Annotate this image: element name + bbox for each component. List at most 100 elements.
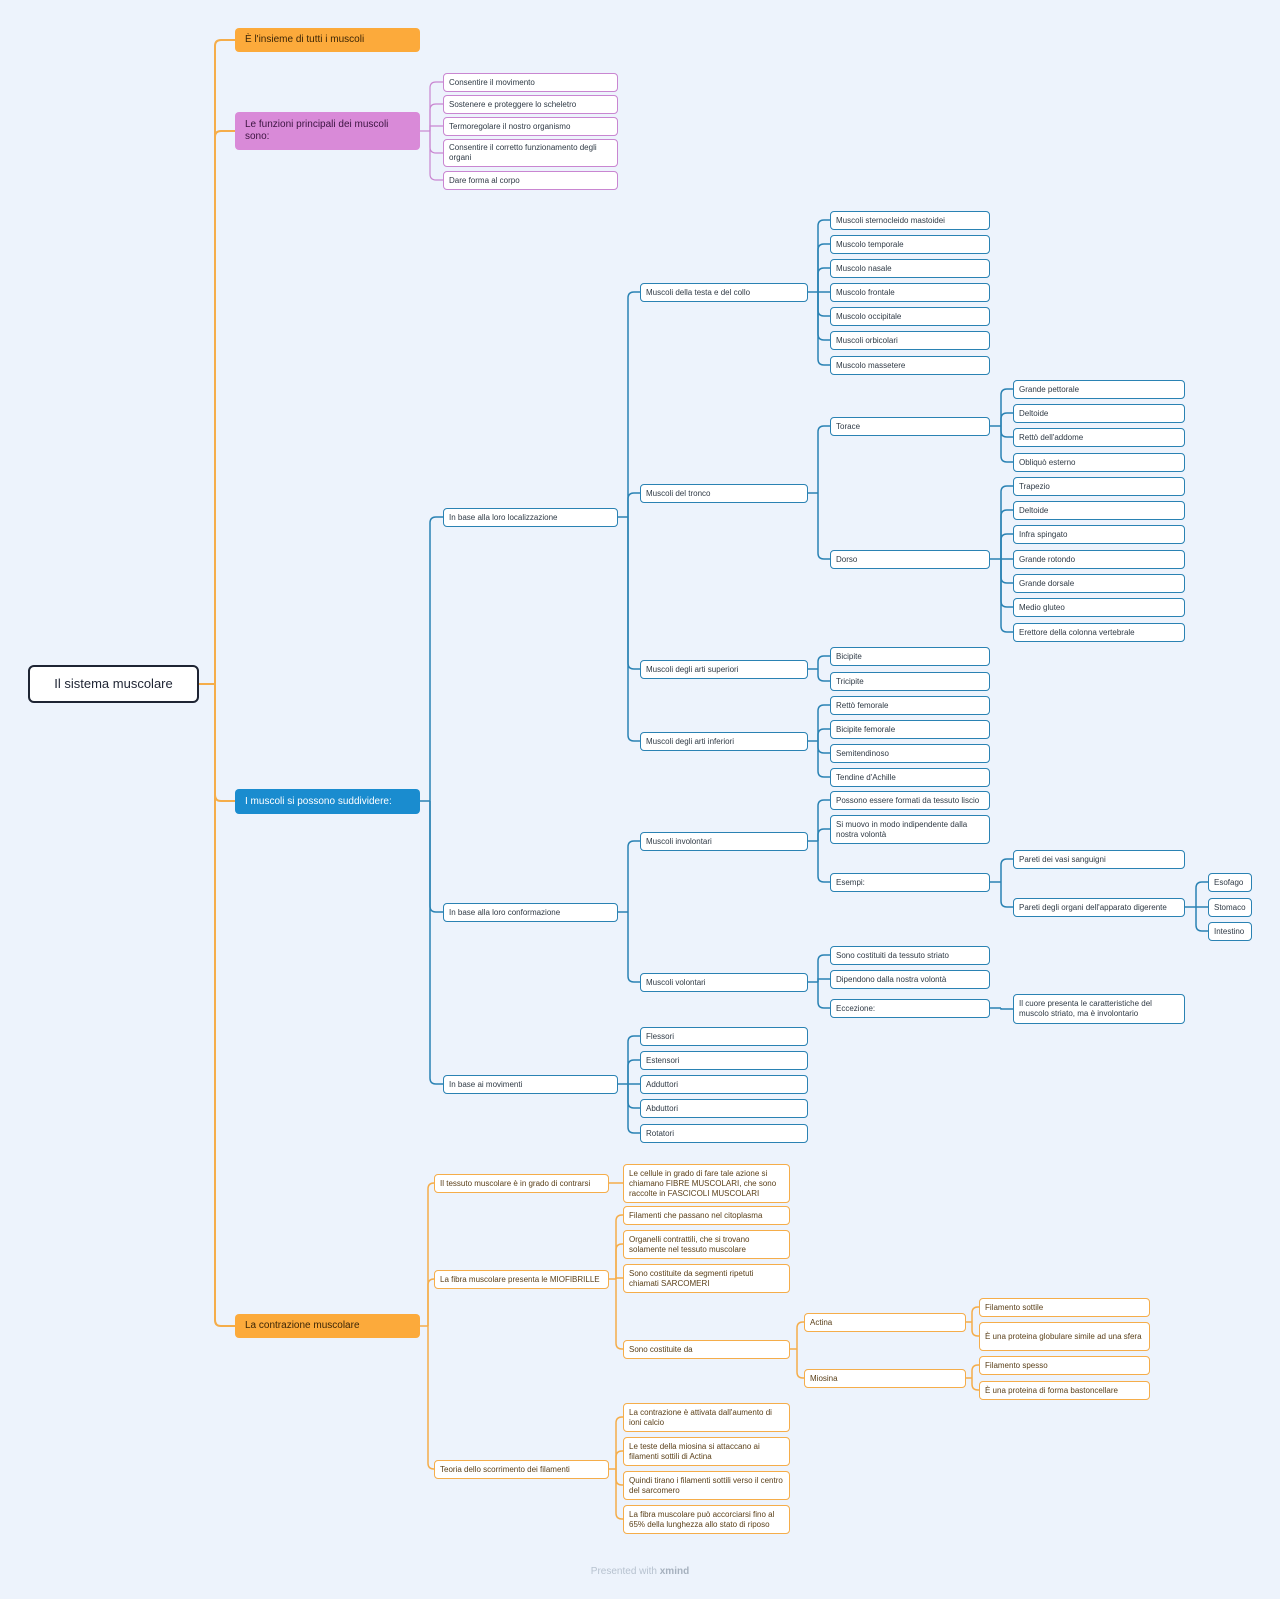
inferiori-item[interactable]: Bicipite femorale [830, 720, 990, 739]
inferiori-item[interactable]: Semitendinoso [830, 744, 990, 763]
dorso-node[interactable]: Dorso [830, 550, 990, 569]
connector [429, 801, 443, 913]
movimento-item[interactable]: Estensori [640, 1051, 808, 1070]
connector [1000, 559, 1013, 633]
testa-item[interactable]: Muscolo frontale [830, 283, 990, 302]
movimento-item[interactable]: Adduttori [640, 1075, 808, 1094]
contrarsi-node[interactable]: Il tessuto muscolare è in grado di contr… [434, 1174, 609, 1193]
testa-item[interactable]: Muscolo nasale [830, 259, 990, 278]
funzione-item[interactable]: Consentire il movimento [443, 73, 618, 92]
eccezione-node[interactable]: Eccezione: [830, 999, 990, 1018]
teoria-node[interactable]: Teoria dello scorrimento dei filamenti [434, 1460, 609, 1479]
dorso-item[interactable]: Infra spingato [1013, 525, 1185, 544]
dorso-item[interactable]: Trapezio [1013, 477, 1185, 496]
connector [796, 1349, 804, 1379]
volontari-item[interactable]: Dipendono dalla nostra volontà [830, 970, 990, 989]
organo-item[interactable]: Intestino [1208, 922, 1252, 941]
connector [1000, 533, 1013, 559]
inferiori-node[interactable]: Muscoli degli arti inferiori [640, 732, 808, 751]
connector [627, 492, 640, 517]
esempi-node[interactable]: Esempi: [830, 873, 990, 892]
root-topic[interactable]: Il sistema muscolare [28, 665, 199, 703]
testa-item[interactable]: Muscoli orbicolari [830, 331, 990, 350]
connector [817, 954, 830, 982]
movimenti-node[interactable]: In base ai movimenti [443, 1075, 618, 1094]
topic-suddividere[interactable]: I muscoli si possono suddividere: [235, 789, 420, 814]
teoria-item[interactable]: Quindi tirano i filamenti sottili verso … [623, 1471, 790, 1500]
connector [429, 131, 443, 181]
movimento-item[interactable]: Rotatori [640, 1124, 808, 1143]
topic-insieme[interactable]: È l'insieme di tutti i muscoli [235, 28, 420, 52]
movimento-item[interactable]: Abduttori [640, 1099, 808, 1118]
teoria-item[interactable]: Le teste della miosina si attaccano ai f… [623, 1437, 790, 1466]
testa-item[interactable]: Muscolo temporale [830, 235, 990, 254]
dorso-item[interactable]: Medio gluteo [1013, 598, 1185, 617]
torace-item[interactable]: Rettò dell'addome [1013, 428, 1185, 447]
connector [627, 1084, 640, 1134]
connector [817, 219, 830, 292]
eccezione-text[interactable]: Il cuore presenta le caratteristiche del… [1013, 994, 1185, 1024]
fibra-item[interactable]: Organelli contrattili, che si trovano so… [623, 1230, 790, 1259]
connector [615, 1277, 623, 1279]
topic-contrazione[interactable]: La contrazione muscolare [235, 1314, 420, 1338]
connector [615, 1243, 623, 1279]
organi-node[interactable]: Pareti degli organi dell'apparato digere… [1013, 898, 1185, 917]
movimento-item[interactable]: Flessori [640, 1027, 808, 1046]
superiori-item[interactable]: Tricipite [830, 672, 990, 691]
miosina-node[interactable]: Miosina [804, 1369, 966, 1388]
funzione-item[interactable]: Sostenere e proteggere lo scheletro [443, 95, 618, 114]
funzione-item[interactable]: Dare forma al corpo [443, 171, 618, 190]
volontari-node[interactable]: Muscoli volontari [640, 973, 808, 992]
miosina-item[interactable]: È una proteina di forma bastoncellare [979, 1381, 1150, 1400]
connector [1000, 559, 1013, 584]
testa-item[interactable]: Muscolo massetere [830, 356, 990, 375]
connector [427, 1326, 435, 1470]
funzione-item[interactable]: Termoregolare il nostro organismo [443, 117, 618, 136]
organo-item[interactable]: Esofago [1208, 873, 1252, 892]
testa-item[interactable]: Muscoli sternocleido mastoidei [830, 211, 990, 230]
teoria-item[interactable]: La fibra muscolare può accorciarsi fino … [623, 1505, 790, 1534]
torace-item[interactable]: Deltoide [1013, 404, 1185, 423]
connector [214, 130, 235, 684]
contrarsi-text[interactable]: Le cellule in grado di fare tale azione … [623, 1164, 790, 1203]
involontari-node[interactable]: Muscoli involontari [640, 832, 808, 851]
inferiori-item[interactable]: Rettò femorale [830, 696, 990, 715]
fibra-node[interactable]: La fibra muscolare presenta le MIOFIBRIL… [434, 1270, 609, 1289]
torace-item[interactable]: Grande pettorale [1013, 380, 1185, 399]
superiori-node[interactable]: Muscoli degli arti superiori [640, 660, 808, 679]
dorso-item[interactable]: Grande rotondo [1013, 550, 1185, 569]
connector [817, 267, 830, 292]
connector [627, 517, 640, 742]
superiori-item[interactable]: Bicipite [830, 647, 990, 666]
tronco-node[interactable]: Muscoli del tronco [640, 484, 808, 503]
torace-node[interactable]: Torace [830, 417, 990, 436]
organo-item[interactable]: Stomaco [1208, 898, 1252, 917]
connector [817, 978, 830, 982]
teoria-item[interactable]: La contrazione è attivata dall'aumento d… [623, 1403, 790, 1432]
funzione-item[interactable]: Consentire il corretto funzionamento deg… [443, 139, 618, 167]
topic-funzioni[interactable]: Le funzioni principali dei muscoli sono: [235, 112, 420, 150]
inferiori-item[interactable]: Tendine d'Achille [830, 768, 990, 787]
volontari-item[interactable]: Sono costituiti da tessuto striato [830, 946, 990, 965]
fibra-item[interactable]: Sono costituite da segmenti ripetuti chi… [623, 1264, 790, 1293]
dorso-item[interactable]: Deltoide [1013, 501, 1185, 520]
involontari-item[interactable]: Possono essere formati da tessuto liscio [830, 791, 990, 810]
miosina-item[interactable]: Filamento spesso [979, 1356, 1150, 1375]
actina-item[interactable]: È una proteina globulare simile ad una s… [979, 1322, 1150, 1351]
dorso-item[interactable]: Grande dorsale [1013, 574, 1185, 593]
vasi-node[interactable]: Pareti dei vasi sanguigni [1013, 850, 1185, 869]
involontari-item[interactable]: Si muovo in modo indipendente dalla nost… [830, 815, 990, 844]
testa-item[interactable]: Muscolo occipitale [830, 307, 990, 326]
actina-item[interactable]: Filamento sottile [979, 1298, 1150, 1317]
actina-node[interactable]: Actina [804, 1313, 966, 1332]
dorso-item[interactable]: Erettore della colonna vertebrale [1013, 623, 1185, 642]
torace-item[interactable]: Obliquò esterno [1013, 453, 1185, 472]
fibra-item[interactable]: Filamenti che passano nel citoplasma [623, 1206, 790, 1225]
connector [817, 828, 830, 841]
costituite-node[interactable]: Sono costituite da [623, 1340, 790, 1359]
connector [429, 81, 443, 131]
localizzazione-node[interactable]: In base alla loro localizzazione [443, 508, 618, 527]
conformazione-node[interactable]: In base alla loro conformazione [443, 903, 618, 922]
testa-node[interactable]: Muscoli della testa e del collo [640, 283, 808, 302]
